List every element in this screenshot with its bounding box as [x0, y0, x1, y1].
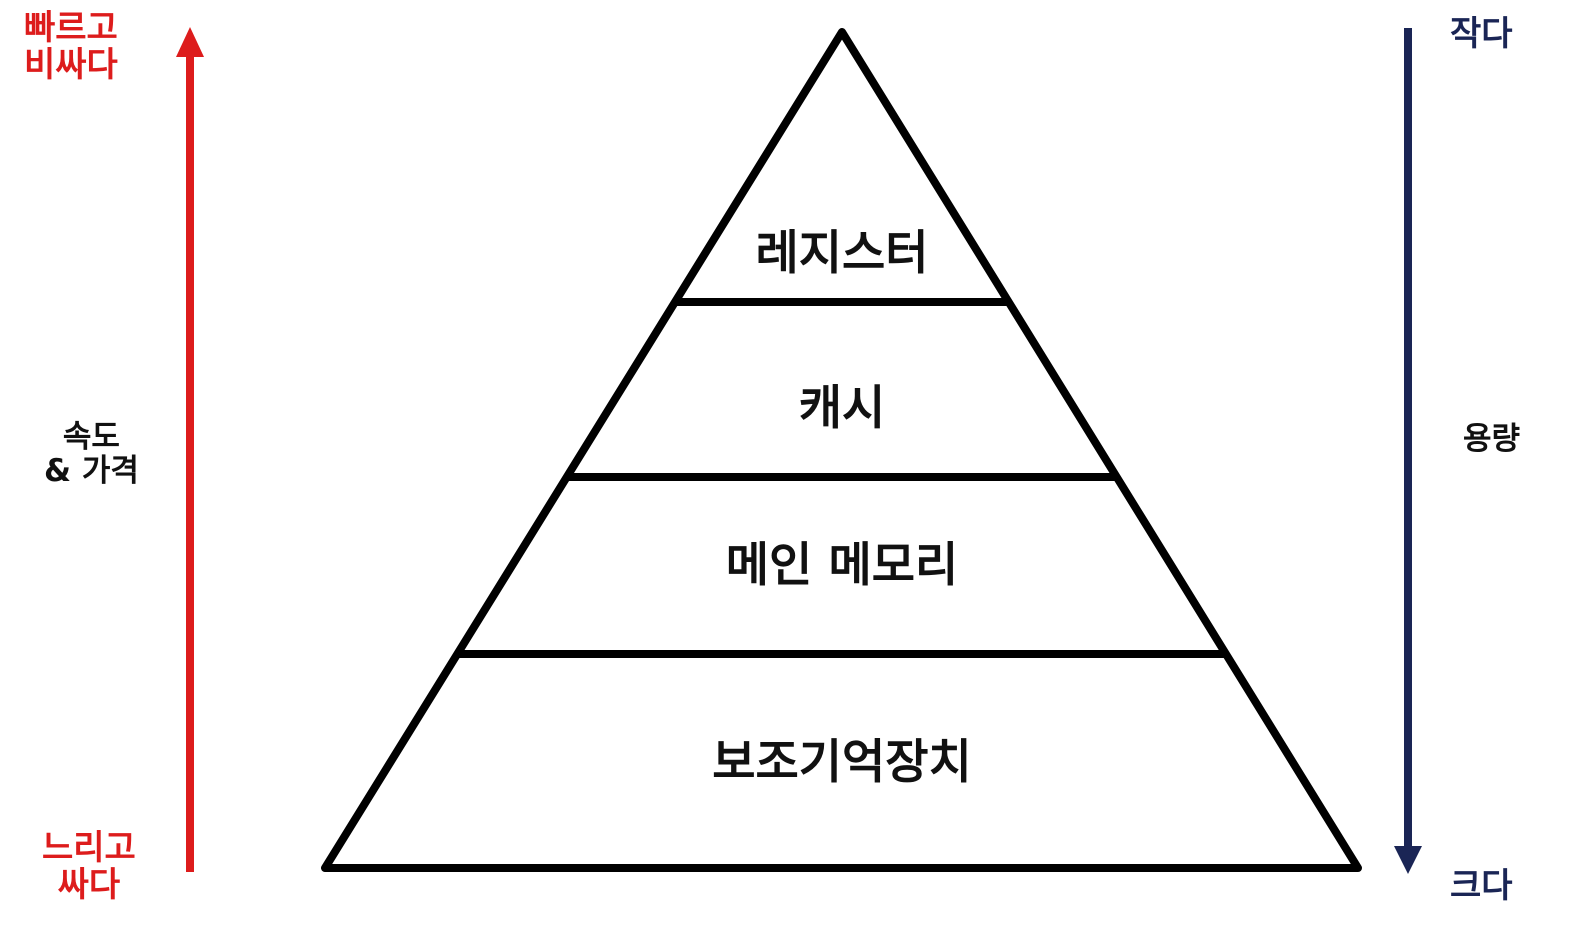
small-capacity-label: 작다 — [1450, 14, 1513, 54]
slow-cheap-line2: 싸다 — [57, 865, 121, 906]
slow-cheap-line1: 느리고 — [42, 828, 136, 868]
speed-price-arrow-head — [176, 27, 204, 57]
speed-price-label: 속도 & 가격 — [44, 420, 139, 488]
slow-cheap-label: 느리고 싸다 — [42, 828, 136, 906]
fast-expensive-line1: 빠르고 — [24, 8, 118, 48]
tier-register-label: 레지스터 — [755, 226, 929, 281]
fast-expensive-label: 빠르고 비싸다 — [24, 8, 118, 86]
tier-cache-label: 캐시 — [798, 381, 886, 436]
large-capacity-label: 크다 — [1450, 866, 1513, 906]
speed-price-line1: 속도 — [62, 419, 120, 455]
capacity-arrow-head — [1394, 846, 1422, 874]
fast-expensive-line2: 비싸다 — [24, 45, 118, 86]
pyramid-outline — [321, 28, 1362, 872]
capacity-label: 용량 — [1463, 421, 1521, 457]
tier-main-memory-label: 메인 메모리 — [725, 538, 959, 593]
speed-price-line2: & 가격 — [44, 453, 139, 490]
tier-secondary-storage-label: 보조기억장치 — [712, 735, 972, 790]
